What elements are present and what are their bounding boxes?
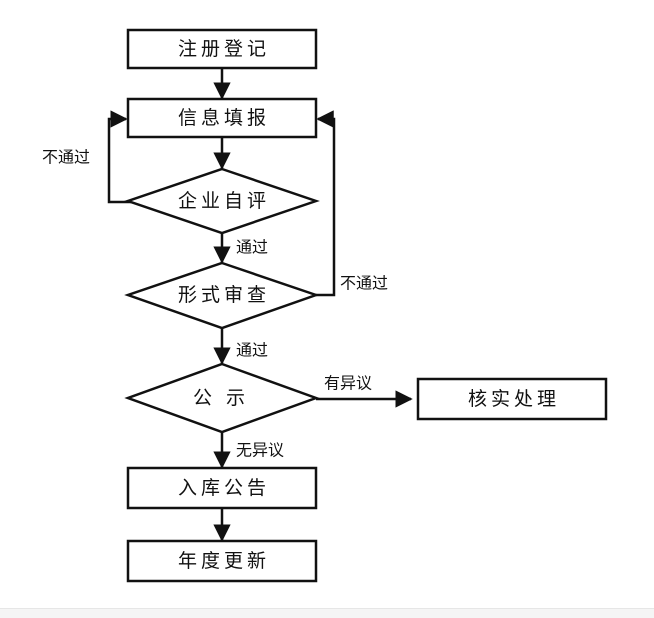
edge-label-pass-1: 通过 xyxy=(236,238,268,257)
node-fill-info-label: 信息填报 xyxy=(178,107,270,129)
node-verify-box xyxy=(416,377,608,421)
edge-assess-fail-loop xyxy=(107,110,136,204)
node-register-box xyxy=(126,28,318,70)
decision-diamonds xyxy=(124,167,320,434)
node-formal-review-diamond xyxy=(124,261,320,330)
process-boxes xyxy=(126,28,608,583)
bottom-border-band xyxy=(0,608,654,618)
node-announce-box xyxy=(126,466,318,510)
edge-labels: 不通过 通过 不通过 通过 有异议 无异议 xyxy=(42,148,388,460)
node-announce-label: 入库公告 xyxy=(178,477,270,499)
node-verify-label: 核实处理 xyxy=(468,388,560,410)
node-self-assess-diamond xyxy=(124,167,320,235)
node-annual-update-label: 年度更新 xyxy=(178,550,270,572)
node-labels: 注册登记 信息填报 企业自评 形式审查 公示 核实处理 入库公告 年度更新 xyxy=(178,38,560,572)
node-publicity-diamond xyxy=(124,362,320,434)
edge-label-fail-right: 不通过 xyxy=(340,274,388,293)
edge-review-fail-loop xyxy=(314,110,336,297)
connectors xyxy=(107,68,413,542)
edge-label-no-objection: 无异议 xyxy=(236,441,284,460)
edge-label-pass-2: 通过 xyxy=(236,341,268,360)
node-formal-review-label: 形式审查 xyxy=(178,284,270,306)
node-register-label: 注册登记 xyxy=(178,38,270,60)
node-self-assess-label: 企业自评 xyxy=(178,190,270,212)
node-publicity-label: 公示 xyxy=(193,387,259,409)
node-fill-info-box xyxy=(126,97,318,139)
node-annual-update-box xyxy=(126,539,318,583)
edge-label-fail-left: 不通过 xyxy=(42,148,90,167)
edge-label-objection: 有异议 xyxy=(324,374,372,393)
